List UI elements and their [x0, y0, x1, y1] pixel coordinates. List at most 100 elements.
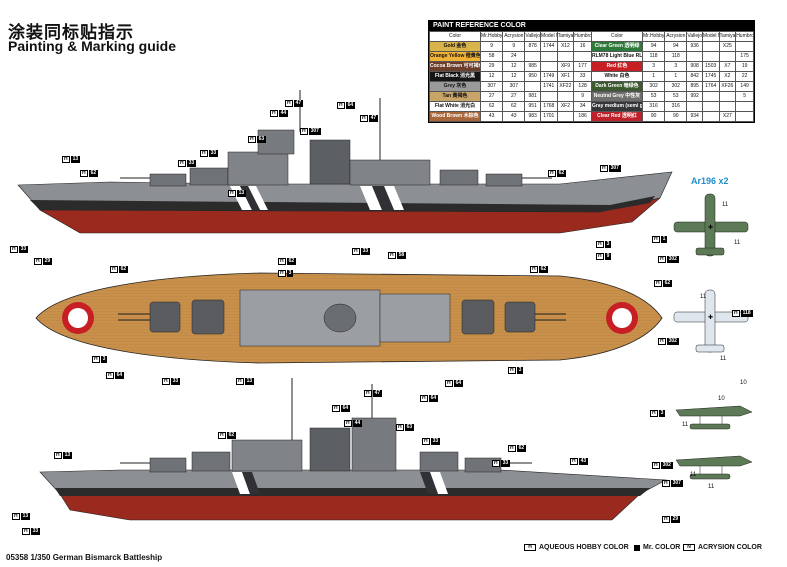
callout-number: 1 [660, 236, 668, 243]
callout-code: H [248, 136, 256, 143]
plan-superstructure [239, 289, 381, 347]
turret-caesar-top [439, 169, 479, 186]
aircraft-marking-number: 11 [690, 472, 697, 478]
callout-number: 3 [658, 410, 666, 417]
callout-number: 33 [186, 160, 197, 167]
svg-text:✚: ✚ [708, 314, 713, 321]
camouflage-stripes-bottom [232, 472, 448, 494]
aircraft-marking-number: 10 [740, 380, 747, 386]
legend-aqueous: H AQUEOUS HOBBY COLOR [524, 544, 629, 551]
legend-acrysion-label: ACRYSION COLOR [698, 544, 762, 551]
aircraft-side-view-2 [675, 455, 753, 480]
callout-code: H [420, 395, 428, 402]
plan-turret-dora [504, 301, 536, 333]
callout-code: H [364, 390, 372, 397]
superstructure-fwd-top [227, 151, 289, 186]
legend-h-box: H [524, 544, 536, 551]
callout-number: 64 [345, 102, 356, 109]
aircraft-marking-number: 10 [718, 396, 725, 402]
callout-code: H [652, 236, 660, 243]
plan-turret-caesar [461, 299, 495, 335]
callout-code: H [344, 420, 352, 427]
page-title: Painting & Marking guide [8, 38, 177, 54]
callout-number: 43 [578, 458, 589, 465]
callout-number: 58 [396, 252, 407, 259]
funnel-bottom [309, 427, 351, 472]
callout-number: 62 [226, 432, 237, 439]
callout-number: 62 [286, 258, 297, 265]
callout-code: H [396, 424, 404, 431]
callout-code: H [10, 246, 18, 253]
aircraft-marking-number: 11 [700, 294, 707, 300]
callout-number: 62 [662, 280, 673, 287]
callout-code: H [285, 100, 293, 107]
callout-code: H [218, 432, 226, 439]
turret-dora-bottom [149, 457, 187, 473]
plan-view [35, 272, 663, 364]
callout-code: H [732, 310, 740, 317]
callout-code: H [337, 102, 345, 109]
superstructure-aft-bottom [231, 439, 303, 472]
callout-number: 63 [404, 424, 415, 431]
callout-number: 62 [118, 266, 129, 273]
callout-number: 63 [256, 136, 267, 143]
callout-number: 64 [453, 380, 464, 387]
callout-code: H [278, 258, 286, 265]
callout-code: H [652, 462, 660, 469]
callout-number: 62 [538, 266, 549, 273]
paint-code-acry: 43 [502, 111, 526, 122]
side-view-bottom [39, 378, 668, 521]
aircraft-top-view: ✚ [673, 193, 749, 257]
callout-code: H [270, 110, 278, 117]
callout-code: H [596, 253, 604, 260]
callout-code: H [200, 150, 208, 157]
callout-number: 64 [340, 405, 351, 412]
callout-code: H [162, 378, 170, 385]
callout-number: 47 [368, 115, 379, 122]
callout-code: H [106, 372, 114, 379]
callout-number: 13 [236, 190, 247, 197]
callout-number: 33 [500, 460, 511, 467]
callout-code: H [92, 356, 100, 363]
callout-code: H [508, 445, 516, 452]
callout-number: 13 [62, 452, 73, 459]
turret-dora-top [485, 173, 523, 187]
callout-code: H [54, 452, 62, 459]
callout-number: 13 [70, 156, 81, 163]
aircraft-marking-number: 11 [708, 484, 715, 490]
legend-mr-label: Mr. COLOR [643, 544, 681, 551]
legend-n-box: N [683, 544, 695, 551]
callout-number: 118 [740, 310, 753, 317]
callout-number: 307 [308, 128, 321, 135]
callout-number: 33 [30, 528, 41, 535]
funnel-top [309, 139, 351, 185]
callout-code: H [662, 480, 670, 487]
plan-turret-bruno [191, 299, 225, 335]
callout-number: 302 [660, 462, 673, 469]
callout-number: 64 [114, 372, 125, 379]
callout-code: H [650, 410, 658, 417]
callout-code: H [12, 513, 20, 520]
